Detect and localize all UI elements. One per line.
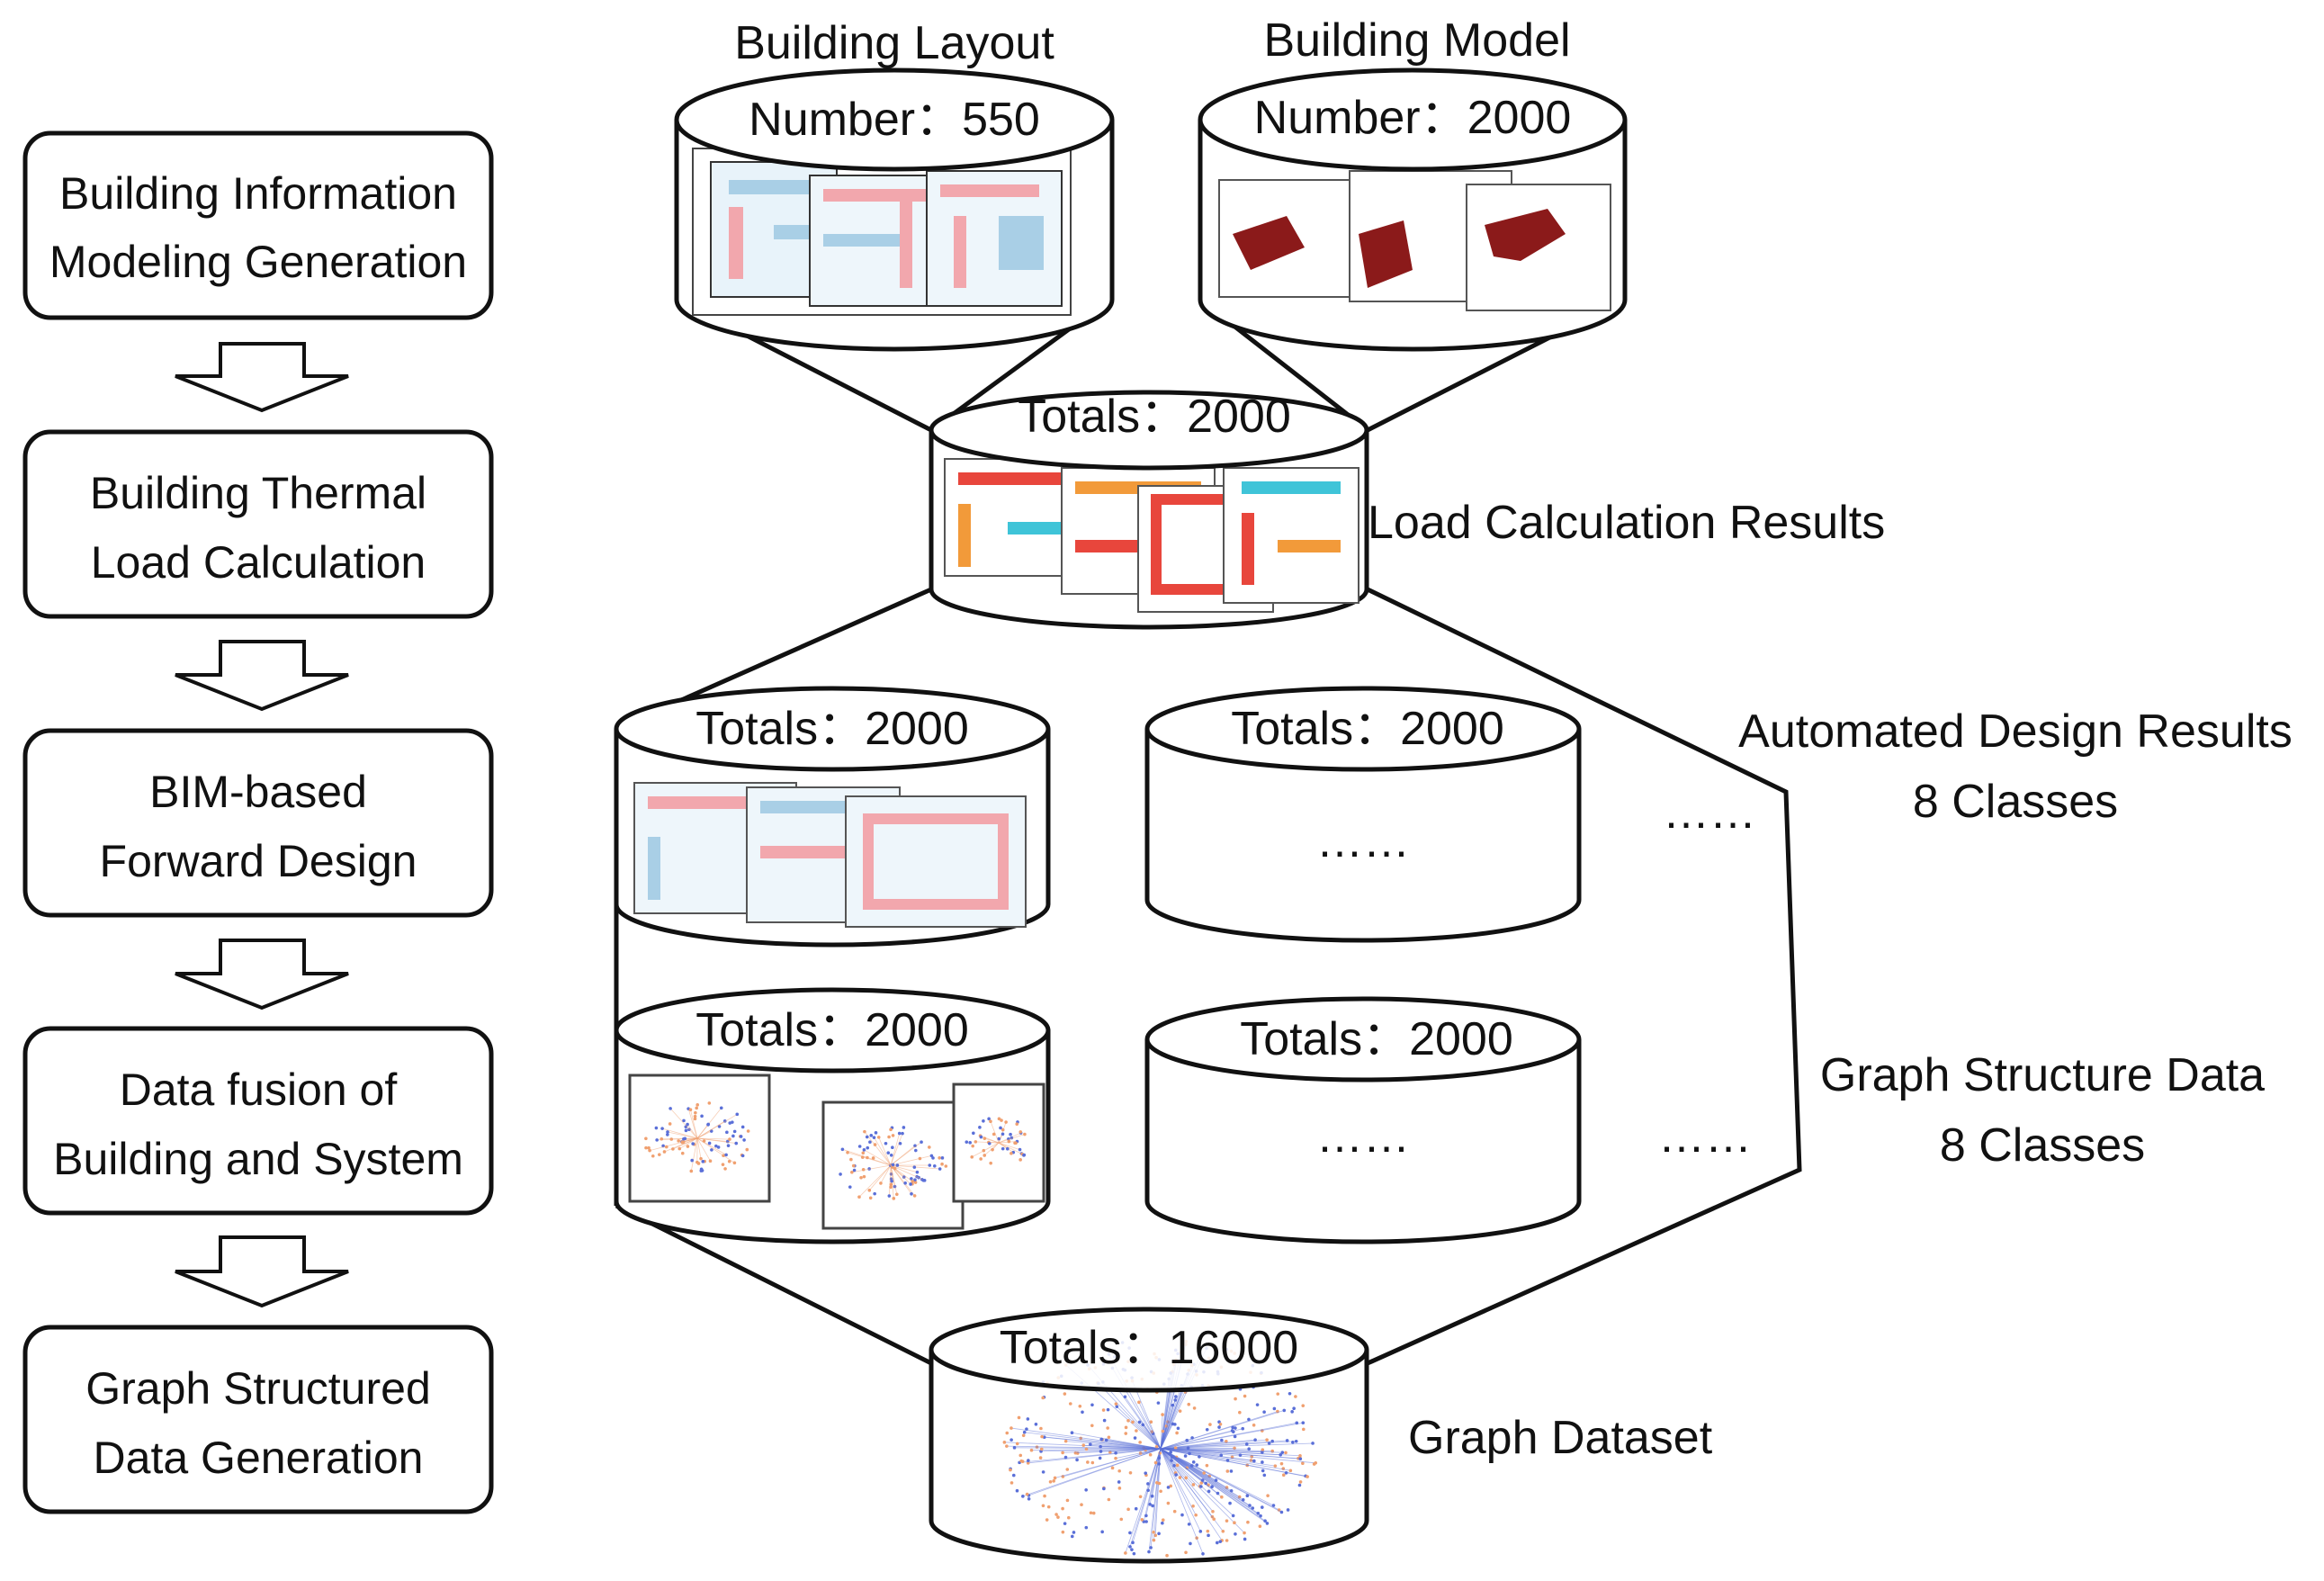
db-layout-count: Number：550: [749, 94, 1040, 146]
flow-step-5-line1: Graph Structured: [85, 1363, 431, 1414]
db-graph-dataset: Totals：16000 Graph Dataset: [931, 1309, 1713, 1561]
db-model-count: Number：2000: [1254, 92, 1572, 144]
flow-arrow-1: [175, 344, 348, 410]
db-graph-2: Totals：2000 ……: [1147, 999, 1579, 1242]
layout-thumbnails: [693, 148, 1071, 315]
db-graph-1: Totals：2000: [616, 990, 1048, 1242]
db-design-2-count: Totals：2000: [1231, 703, 1504, 755]
flow-step-2: Building Thermal Load Calculation: [25, 432, 491, 616]
db-dataset-label: Graph Dataset: [1408, 1412, 1713, 1464]
db-load-count: Totals：2000: [1018, 391, 1291, 443]
db-load-calculation: Totals：2000 Load Calculation Results: [931, 391, 1885, 627]
flow-step-2-line1: Building Thermal: [90, 468, 426, 518]
db-dataset-count: Totals：16000: [1000, 1322, 1298, 1374]
db-design-2: Totals：2000 ……: [1147, 688, 1579, 940]
graph-data-label-line1: Graph Structure Data: [1820, 1049, 2265, 1101]
flow-step-4: Data fusion of Building and System: [25, 1029, 491, 1213]
flow-arrow-4: [175, 1237, 348, 1306]
graph-data-label-line2: 8 Classes: [1940, 1119, 2145, 1172]
db-layout-title: Building Layout: [734, 17, 1054, 69]
db-design-1: Totals：2000: [616, 688, 1048, 945]
model-thumbnails: [1219, 171, 1611, 310]
flow-step-4-line2: Building and System: [53, 1134, 463, 1184]
flow-step-1-line2: Modeling Generation: [49, 237, 467, 287]
flow-step-4-line1: Data fusion of: [120, 1064, 398, 1115]
flow-arrow-2: [175, 642, 348, 709]
graph-ellipsis: ……: [1658, 1110, 1752, 1163]
design-thumbnails: [634, 783, 1026, 927]
flow-step-2-line2: Load Calculation: [91, 537, 426, 588]
flow-step-5: Graph Structured Data Generation: [25, 1327, 491, 1512]
design-results-label-line2: 8 Classes: [1913, 776, 2118, 828]
db-building-layout: Building Layout Number：550: [677, 17, 1112, 349]
db-graph-2-inner: ……: [1316, 1110, 1410, 1163]
db-load-label: Load Calculation Results: [1368, 497, 1885, 549]
db-model-title: Building Model: [1263, 14, 1570, 67]
db-design-1-count: Totals：2000: [695, 703, 969, 755]
db-graph-2-count: Totals：2000: [1240, 1013, 1513, 1065]
flow-step-5-line2: Data Generation: [94, 1433, 424, 1483]
flow-arrow-3: [175, 940, 348, 1008]
flow-step-3-line1: BIM-based: [149, 767, 367, 817]
db-design-2-inner: ……: [1316, 815, 1410, 867]
db-building-model: Building Model Number：2000: [1200, 14, 1625, 349]
design-results-label-line1: Automated Design Results: [1738, 705, 2293, 758]
db-graph-1-count: Totals：2000: [695, 1004, 969, 1056]
flow-chart: Building Information Modeling Generation…: [25, 133, 491, 1512]
flow-step-1-line1: Building Information: [59, 168, 457, 219]
flow-step-3: BIM-based Forward Design: [25, 731, 491, 915]
flow-step-3-line2: Forward Design: [100, 836, 417, 886]
flow-step-1: Building Information Modeling Generation: [25, 133, 491, 318]
design-ellipsis: ……: [1663, 786, 1756, 839]
